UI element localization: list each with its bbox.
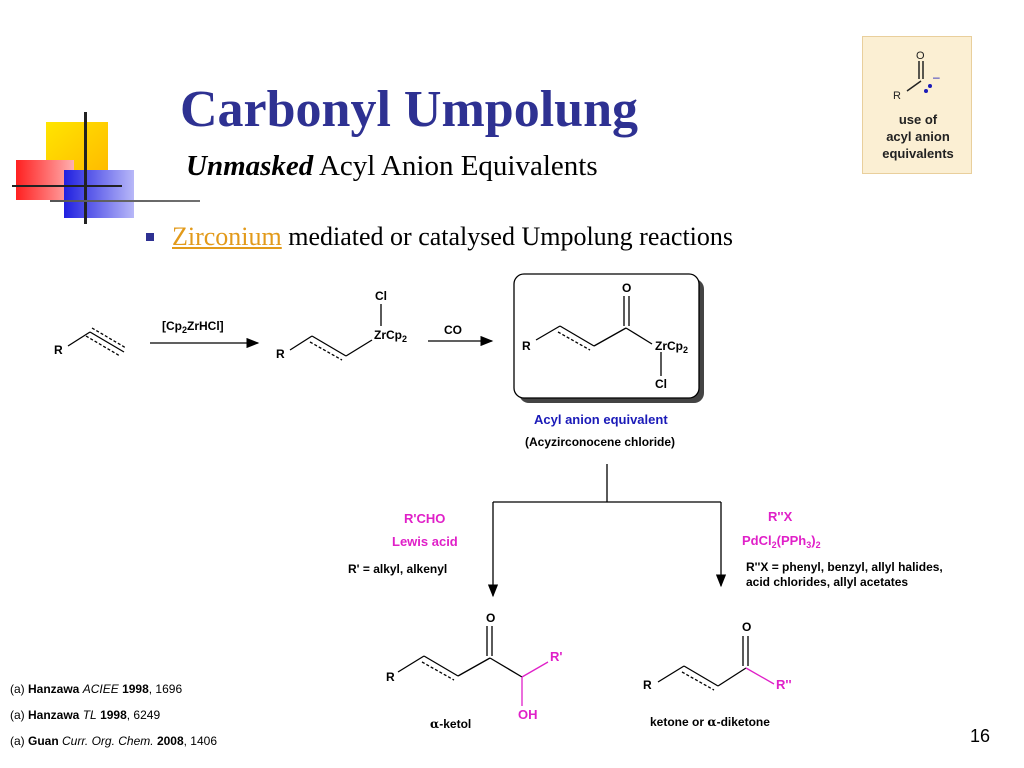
corner-decoration <box>12 112 200 224</box>
ketone-o-label: O <box>742 620 751 634</box>
ketol-structure <box>397 626 549 706</box>
reference-item: (a) Hanzawa TL 1998, 6249 <box>10 708 161 722</box>
left-note: R' = alkyl, alkenyl <box>348 562 447 576</box>
start-r-label: R <box>54 343 63 357</box>
box-cl-label: Cl <box>655 377 667 391</box>
ketone-rpp-label: R'' <box>776 677 792 692</box>
badge-line: use of <box>898 112 938 127</box>
inter-cl-label: Cl <box>375 289 387 303</box>
slide-subtitle: Unmasked Acyl Anion Equivalents <box>186 150 598 183</box>
starting-alkyne <box>67 327 127 357</box>
bullet-item: Zirconium mediated or catalysed Umpolung… <box>146 222 733 252</box>
box-o-label: O <box>622 281 631 295</box>
acyl-anion-badge: O R – use of acyl anion equivalents <box>862 36 972 174</box>
ketone-structure <box>657 636 775 691</box>
branch-lines <box>487 464 727 598</box>
inter-zr-label: ZrCp2 <box>374 328 407 344</box>
reagent-1: [Cp2ZrHCl] <box>162 319 224 335</box>
reagent-2: CO <box>444 323 462 337</box>
subtitle-text: Acyl Anion Equivalents <box>313 150 598 182</box>
inter-r-label: R <box>276 347 285 361</box>
acyl-anion-sublabel: (Acyzirconocene chloride) <box>525 435 675 449</box>
box-r-label: R <box>522 339 531 353</box>
acylzirconocene-structure <box>535 296 662 376</box>
right-note-2: acid chlorides, allyl acetates <box>746 575 908 589</box>
bullet-highlight: Zirconium <box>172 222 282 251</box>
bullet-marker <box>146 233 154 242</box>
reference-item: (a) Hanzawa ACIEE 1998, 1696 <box>10 682 183 696</box>
reference-item: (a) Guan Curr. Org. Chem. 2008, 1406 <box>10 734 218 748</box>
intermediate-structure <box>289 304 382 361</box>
badge-line: equivalents <box>882 146 954 161</box>
slide-title: Carbonyl Umpolung <box>180 81 638 138</box>
ketone-name: ketone or α-diketone <box>650 715 770 729</box>
ketol-oh-label: OH <box>518 707 538 722</box>
left-reagent-1: R'CHO <box>404 511 445 526</box>
badge-line: acyl anion <box>886 129 950 144</box>
box-zr-label: ZrCp2 <box>655 339 688 355</box>
ketol-r-label: R <box>386 670 395 684</box>
right-note-1: R''X = phenyl, benzyl, allyl halides, <box>746 560 943 574</box>
right-reagent-1: R''X <box>768 509 793 524</box>
badge-charge: – <box>933 70 940 84</box>
badge-atom-r: R <box>893 90 901 102</box>
ketol-o-label: O <box>486 611 495 625</box>
acyl-anion-structure-icon: O R – <box>893 50 940 102</box>
ketol-name: α-ketol <box>430 717 471 731</box>
acyl-anion-label: Acyl anion equivalent <box>534 412 668 427</box>
subtitle-emphasis: Unmasked <box>186 150 314 182</box>
bullet-text: mediated or catalysed Umpolung reactions <box>281 222 734 251</box>
left-reagent-2: Lewis acid <box>392 534 458 549</box>
page-number: 16 <box>969 726 990 746</box>
right-reagent-2: PdCl2(PPh3)2 <box>742 533 821 550</box>
ketone-r-label: R <box>643 678 652 692</box>
badge-caption: use of acyl anion equivalents <box>863 111 973 162</box>
product-box <box>513 273 700 399</box>
ketol-rp-label: R' <box>550 649 562 664</box>
badge-atom-o: O <box>916 50 925 62</box>
